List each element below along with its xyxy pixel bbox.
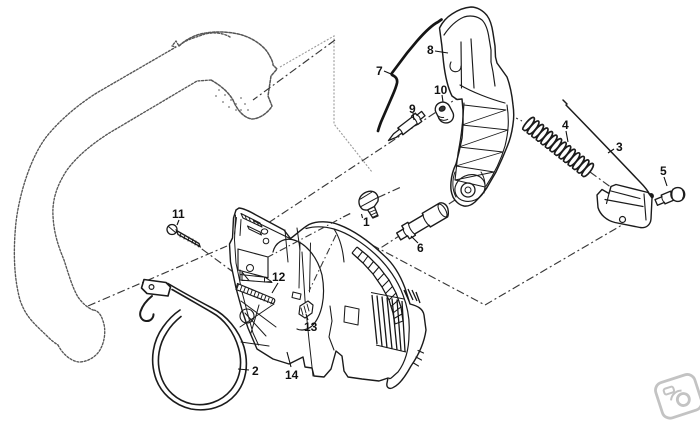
svg-text:8: 8 [427, 43, 434, 57]
svg-text:13: 13 [304, 320, 318, 334]
svg-text:3: 3 [616, 140, 623, 154]
svg-text:14: 14 [285, 368, 299, 382]
svg-text:2: 2 [252, 364, 259, 378]
svg-text:12: 12 [272, 270, 286, 284]
svg-text:1: 1 [363, 215, 370, 229]
svg-text:10: 10 [434, 83, 448, 97]
svg-text:4: 4 [562, 118, 569, 132]
svg-text:9: 9 [409, 102, 416, 116]
svg-text:11: 11 [172, 207, 185, 221]
svg-text:6: 6 [417, 241, 424, 255]
svg-text:7: 7 [376, 64, 383, 78]
svg-text:5: 5 [660, 164, 667, 178]
